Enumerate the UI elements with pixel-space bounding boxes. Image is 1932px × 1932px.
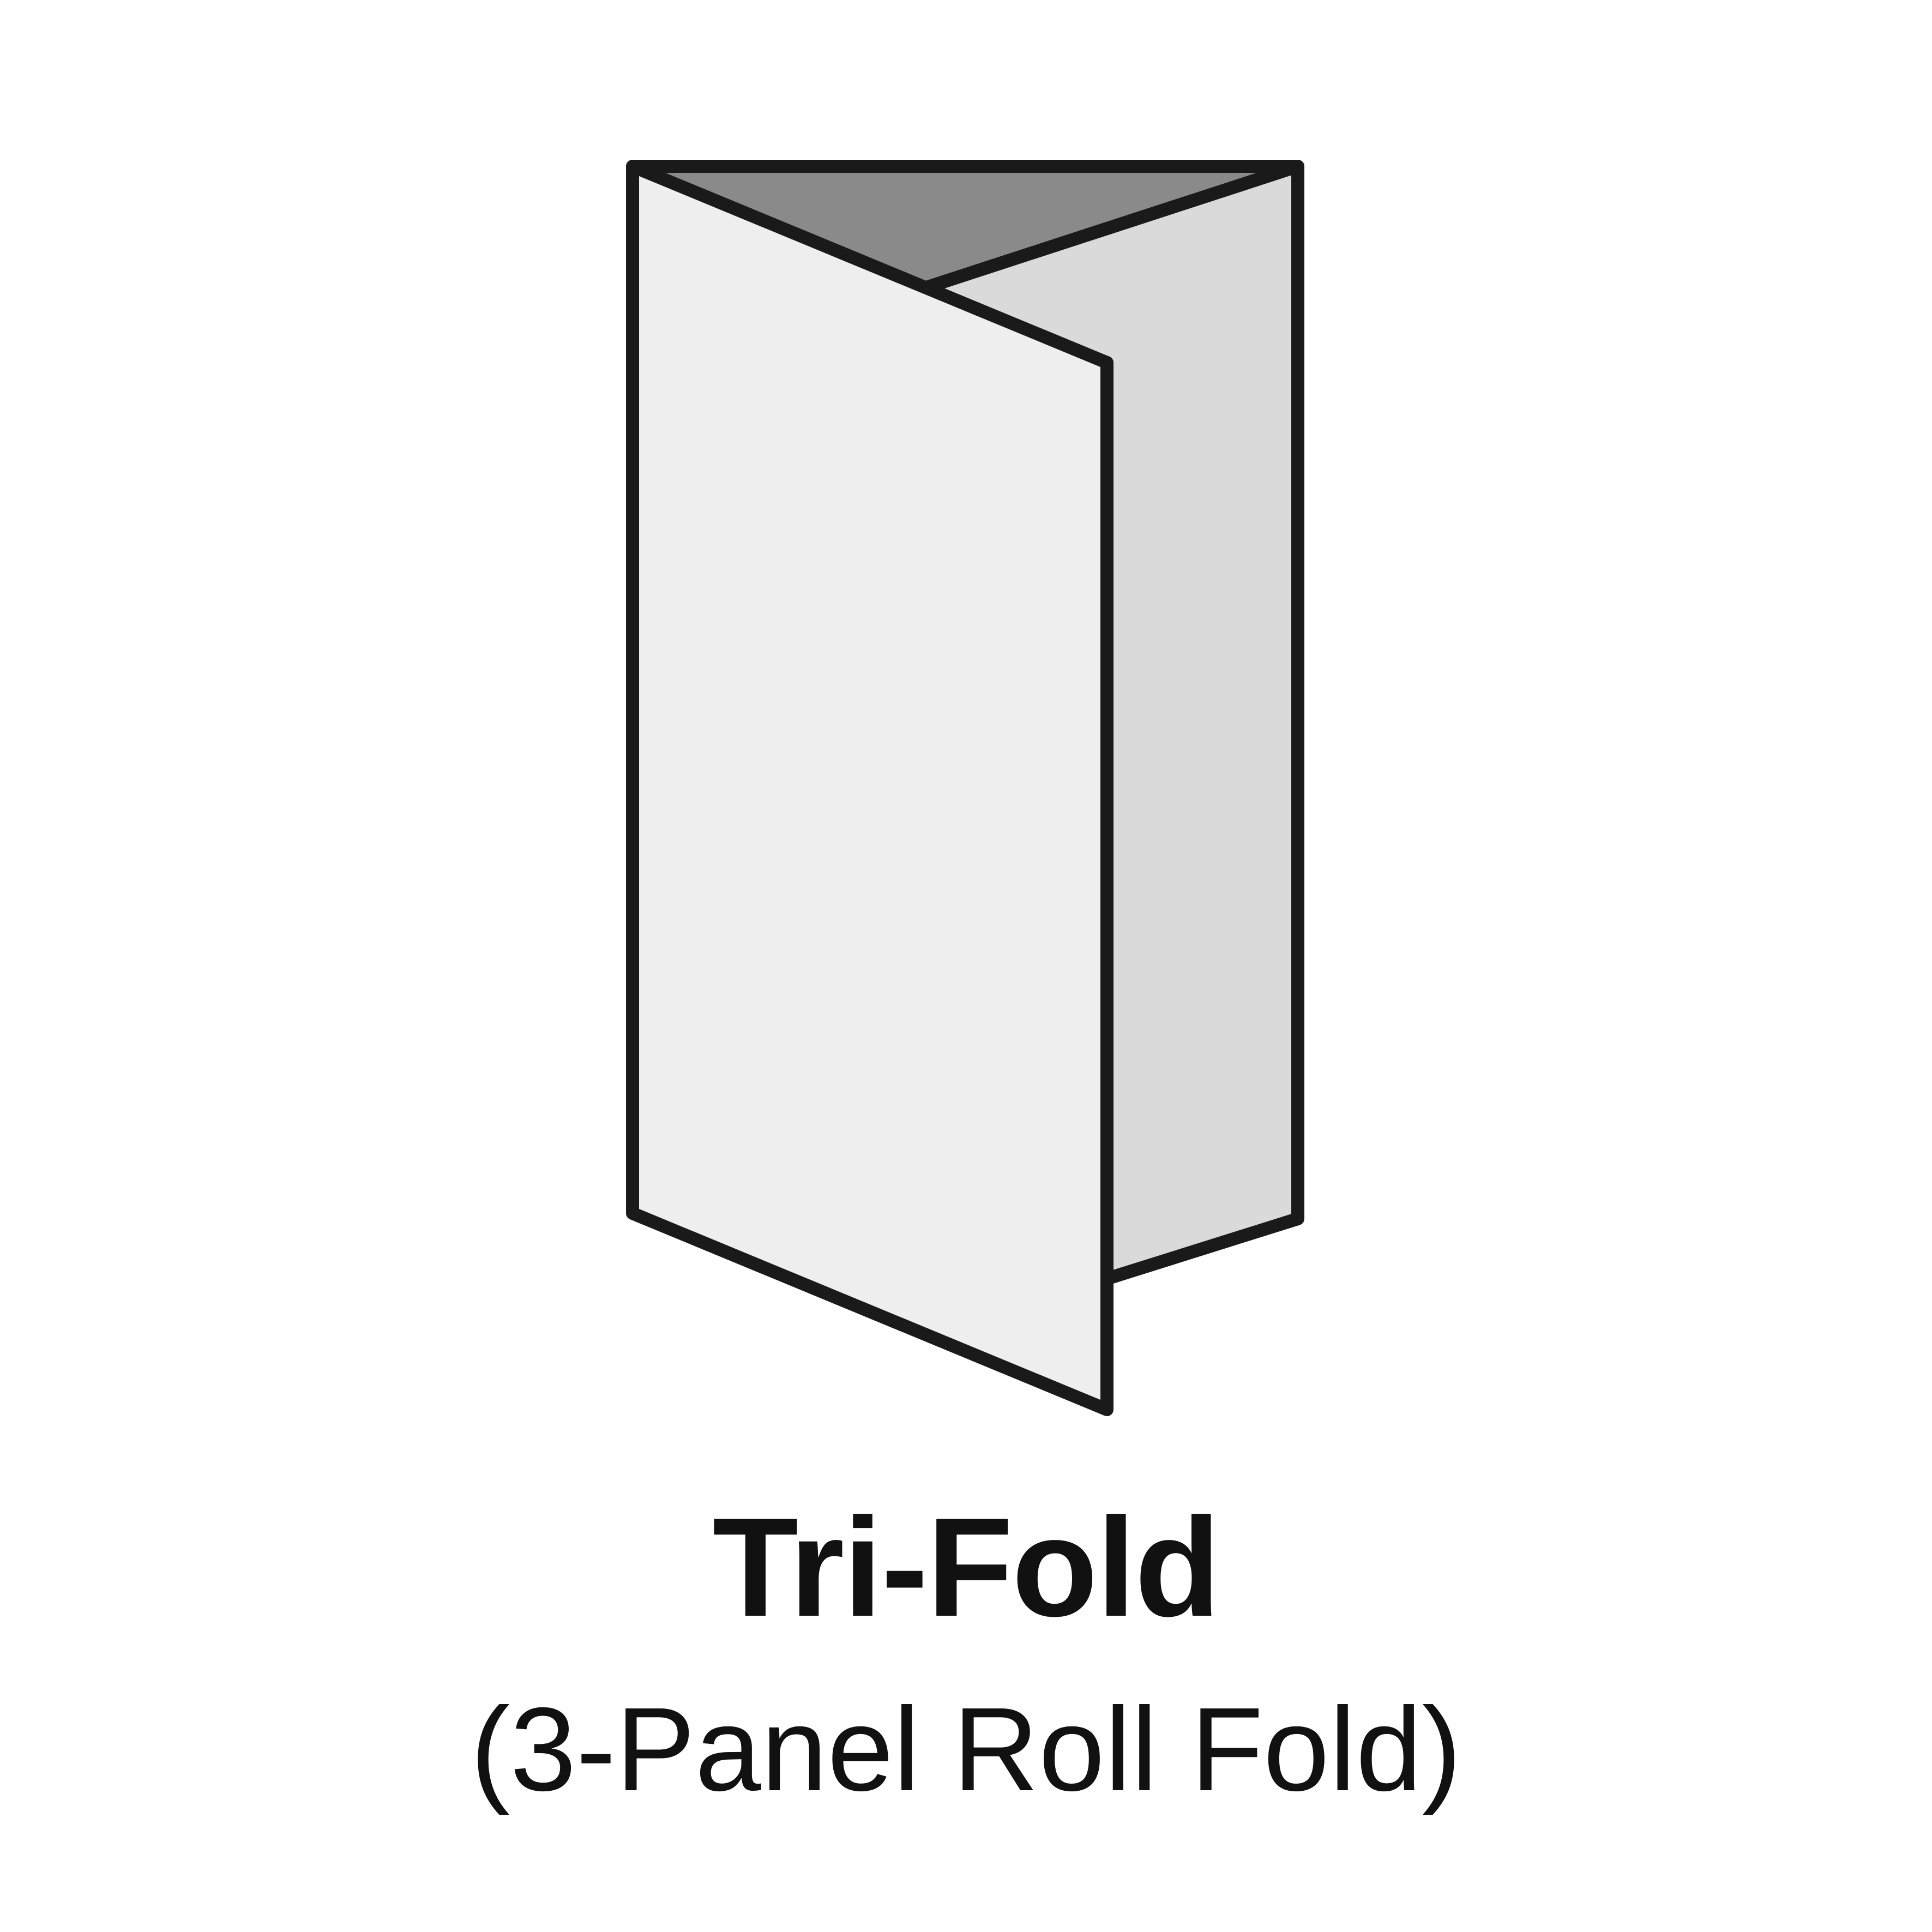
- fold-title: Tri-Fold: [712, 1488, 1221, 1646]
- fold-subtitle: (3-Panel Roll Fold): [470, 1683, 1462, 1816]
- front-panel: [626, 160, 1114, 1416]
